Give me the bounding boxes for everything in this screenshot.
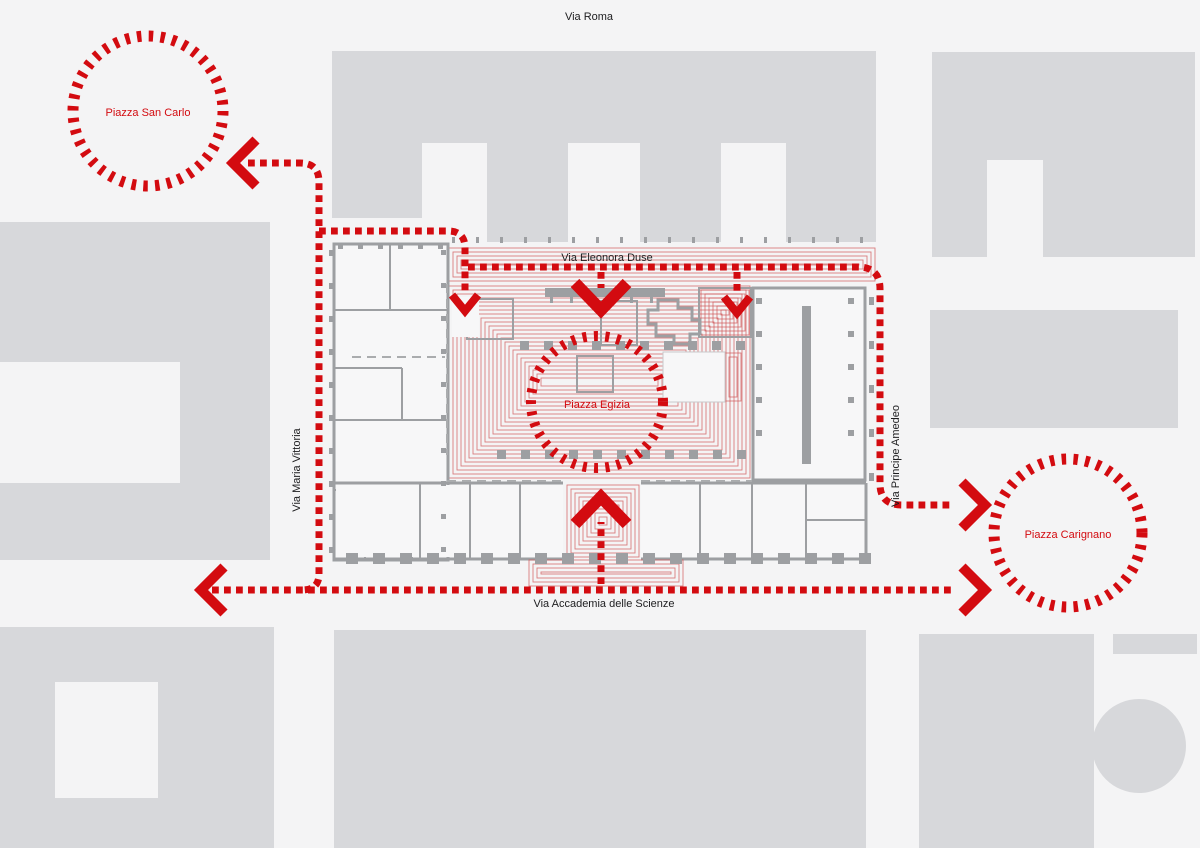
arrow-west-street [193, 563, 228, 617]
courtyard-cutout [55, 682, 158, 798]
arrow-south-entry [570, 488, 632, 529]
arrow-west-entry [448, 292, 482, 318]
route-west-entry [319, 227, 469, 292]
city-block-southeast-strip [1113, 634, 1197, 654]
arrow-ne-entry [720, 294, 754, 320]
arrow-to-san-carlo [225, 136, 260, 190]
south-range-west [336, 485, 563, 557]
label-piazza-san-carlo: Piazza San Carlo [106, 107, 191, 119]
central-pavilion [576, 355, 614, 393]
north-portico-bar [545, 288, 665, 297]
museum-plan [329, 237, 876, 587]
dashed-guides [352, 284, 752, 482]
city-block-southeast [919, 634, 1094, 848]
arrow-north-entry [570, 278, 632, 319]
label-via-maria-vittoria: Via Maria Vittoria [291, 427, 303, 511]
east-court-room [662, 351, 726, 403]
arrow-to-carignano-north [958, 478, 993, 532]
colonnade-columns [329, 237, 874, 564]
arrow-to-carignano-south [958, 563, 993, 617]
city-block-west [0, 222, 270, 560]
city-block-northeast [932, 52, 1195, 257]
ring-piazza-san-carlo [67, 30, 229, 192]
city-block-east [930, 310, 1178, 428]
ne-court-walls [698, 287, 752, 338]
ring-piazza-carignano [988, 453, 1148, 613]
east-hall-outline [751, 286, 867, 482]
round-building [1092, 699, 1186, 793]
east-hall-spine-wall [802, 306, 811, 464]
label-via-eleonora-duse: Via Eleonora Duse [561, 252, 653, 264]
city-block-south [334, 630, 866, 848]
paving-pattern-lines [528, 559, 684, 587]
city-blocks [0, 51, 1197, 848]
label-via-principe-amedeo: Via Principe Amedeo [890, 405, 902, 507]
south-range-walls [419, 483, 866, 559]
city-block-north [332, 51, 876, 242]
label-via-accademia: Via Accademia delle Scienze [533, 598, 674, 610]
labels: Via Roma Piazza San Carlo Via Eleonora D… [106, 11, 1112, 610]
label-piazza-egizia: Piazza Egizia [564, 399, 631, 411]
circulation-routes [67, 30, 1148, 617]
route-eleonora-duse-principe-amedeo [468, 263, 950, 509]
label-piazza-carignano: Piazza Carignano [1025, 529, 1112, 541]
ring-piazza-egizia [526, 331, 668, 473]
label-via-roma: Via Roma [565, 11, 614, 23]
